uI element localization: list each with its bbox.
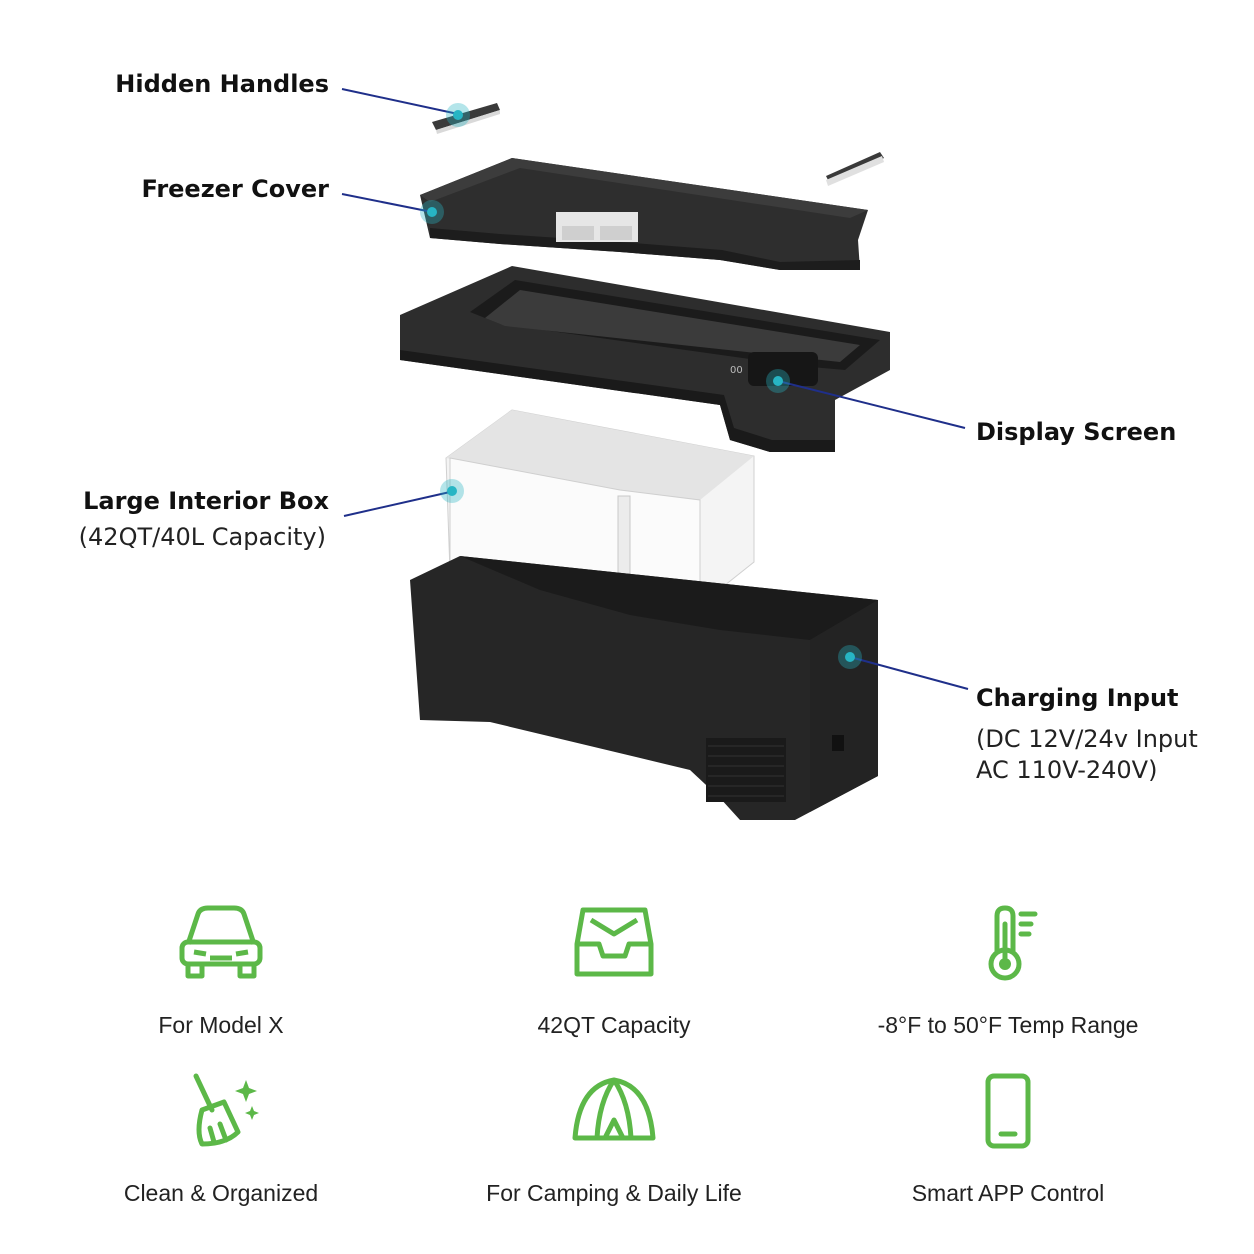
callout-charging-ac: AC 110V-240V) xyxy=(976,756,1158,784)
feature-label: -8°F to 50°F Temp Range xyxy=(877,1012,1139,1038)
hidden-handle-right xyxy=(826,152,884,186)
thermometer-icon xyxy=(988,905,1038,981)
callout-interior-box-capacity: (42QT/40L Capacity) xyxy=(78,523,326,551)
callout-display-screen: Display Screen xyxy=(976,418,1177,446)
callout-charging-dc: (DC 12V/24v Input xyxy=(976,725,1198,753)
top-frame-part: 00 xyxy=(400,266,890,452)
feature-capacity: 42QT Capacity xyxy=(424,904,804,1039)
exploded-fridge-illustration: 00 xyxy=(341,88,969,820)
leader-lines xyxy=(341,88,969,690)
feature-label: For Camping & Daily Life xyxy=(486,1180,742,1206)
callout-interior-box: Large Interior Box xyxy=(83,487,329,515)
tray-icon xyxy=(574,907,654,977)
tent-icon xyxy=(572,1077,656,1141)
feature-model-x: For Model X xyxy=(31,904,411,1039)
car-icon xyxy=(179,905,263,979)
freezer-cover-part xyxy=(420,158,868,270)
callout-hidden-handles: Hidden Handles xyxy=(115,70,329,98)
callout-freezer-cover: Freezer Cover xyxy=(141,175,329,203)
broom-icon xyxy=(193,1073,259,1147)
callout-charging-input: Charging Input xyxy=(976,684,1179,712)
feature-clean-organized: Clean & Organized xyxy=(31,1072,411,1207)
hidden-handle-left xyxy=(432,103,500,134)
feature-label: For Model X xyxy=(158,1012,284,1038)
feature-temp-range: -8°F to 50°F Temp Range xyxy=(818,904,1198,1039)
feature-label: Clean & Organized xyxy=(123,1180,319,1206)
feature-smart-app: Smart APP Control xyxy=(818,1072,1198,1207)
phone-icon xyxy=(985,1073,1031,1149)
feature-camping: For Camping & Daily Life xyxy=(424,1072,804,1207)
outer-body-part xyxy=(410,556,878,820)
svg-text:00: 00 xyxy=(730,365,743,376)
callout-markers xyxy=(420,103,862,669)
feature-label: 42QT Capacity xyxy=(537,1012,691,1038)
feature-label: Smart APP Control xyxy=(911,1180,1105,1206)
